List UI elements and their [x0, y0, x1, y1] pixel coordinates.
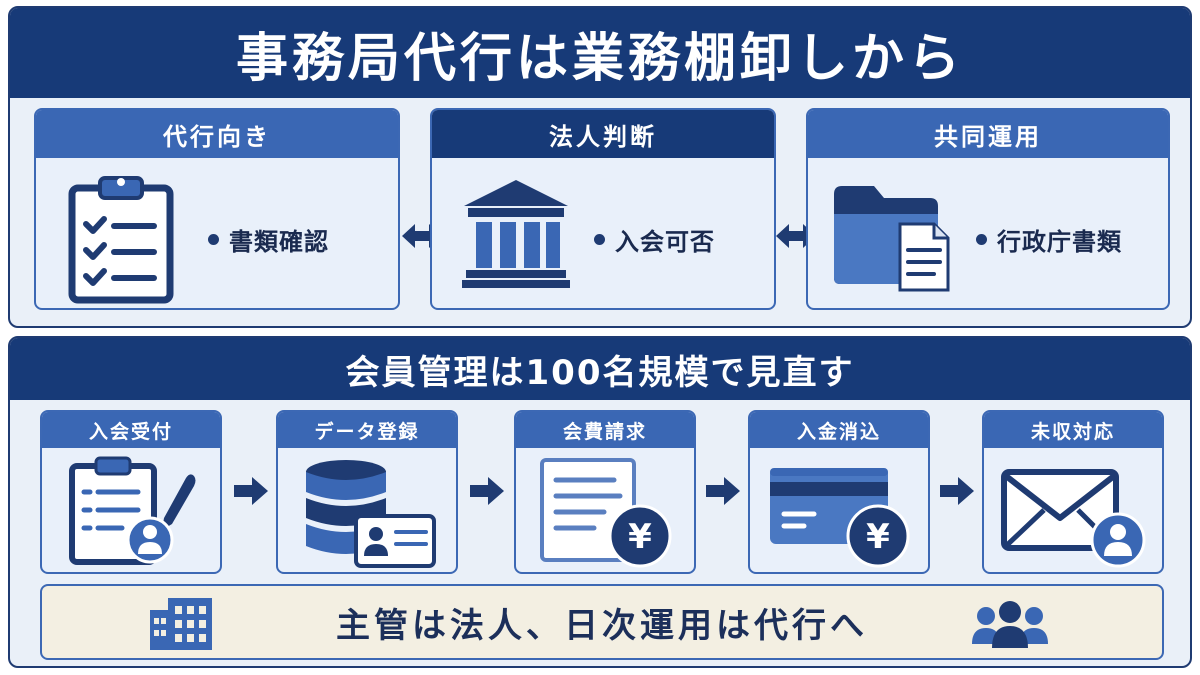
arrow-right-icon — [940, 477, 974, 505]
card-item: 入会可否 — [594, 222, 715, 257]
card-item: 書類確認 — [208, 222, 329, 257]
card-houjin-handan: 法人判断 入会可否 — [430, 108, 776, 310]
card-label: 共同運用 — [808, 110, 1168, 158]
step-nyuukai-uketsuke: 入会受付 — [40, 410, 222, 574]
card-yen-icon: ¥ — [770, 468, 910, 568]
step-nyuukin-keshikomi: 入金消込 ¥ — [748, 410, 930, 574]
bank-building-icon — [462, 180, 570, 288]
bottom-title: 会員管理は100名規模で見直す — [345, 352, 855, 393]
footer-text: 主管は法人、日次運用は代行へ — [336, 605, 868, 646]
top-banner: 事務局代行は業務棚卸しから — [10, 8, 1190, 98]
people-group-icon — [972, 601, 1048, 648]
arrow-right-icon — [706, 477, 740, 505]
card-daikou-muki: 代行向き 書類確認 — [34, 108, 400, 310]
office-building-icon — [150, 598, 212, 650]
top-title: 事務局代行は業務棚卸しから — [235, 28, 964, 89]
bottom-banner: 会員管理は100名規模で見直す — [10, 338, 1190, 400]
database-id-card-icon — [306, 460, 436, 568]
card-label: 代行向き — [36, 110, 398, 158]
step-label: 入会受付 — [42, 412, 220, 448]
clipboard-checklist-icon — [68, 176, 174, 304]
step-mishuu-taiou: 未収対応 — [982, 410, 1164, 574]
card-item: 行政庁書類 — [976, 222, 1122, 257]
svg-text:¥: ¥ — [866, 517, 890, 557]
step-label: データ登録 — [278, 412, 456, 448]
arrow-right-icon — [234, 477, 268, 505]
card-label: 法人判断 — [432, 110, 774, 158]
step-label: 未収対応 — [984, 412, 1162, 448]
bottom-panel: 会員管理は100名規模で見直す 入会受付 データ登録 — [8, 336, 1192, 668]
svg-text:¥: ¥ — [628, 517, 652, 557]
folder-document-icon — [834, 186, 950, 292]
card-kyoudou-unyou: 共同運用 行政庁書類 — [806, 108, 1170, 310]
step-kaihi-seikyuu: 会費請求 ¥ — [514, 410, 696, 574]
application-form-icon — [69, 456, 196, 565]
step-label: 入金消込 — [750, 412, 928, 448]
footer-bar: 主管は法人、日次運用は代行へ — [40, 584, 1164, 660]
arrow-right-icon — [470, 477, 504, 505]
envelope-person-icon — [1001, 469, 1146, 568]
invoice-yen-icon: ¥ — [540, 458, 672, 568]
step-data-touroku: データ登録 — [276, 410, 458, 574]
top-panel: 事務局代行は業務棚卸しから 代行向き 書類確認 法人判断 — [8, 6, 1192, 328]
step-label: 会費請求 — [516, 412, 694, 448]
